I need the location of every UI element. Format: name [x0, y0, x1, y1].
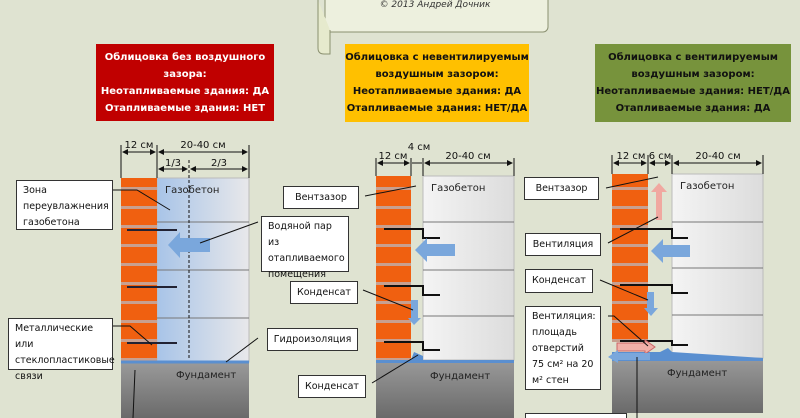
dim-brick: 12 см [125, 140, 154, 151]
aerated-label: Газобетон [165, 185, 219, 196]
dim-block: 20-40 см [445, 151, 490, 162]
label-condensate-bottom: Конденсат [298, 375, 366, 398]
panel-title: воздушным зазором: [375, 69, 499, 80]
panel-vented-gap: Облицовка с вентилируемым воздушным зазо… [595, 44, 791, 122]
panel-heated: Отапливаемые здания: НЕТ/ДА [346, 103, 528, 114]
panel-no-gap: Облицовка без воздушного зазора: Неотапл… [96, 44, 274, 121]
foundation-label: Фундамент [667, 368, 727, 379]
copyright: © 2013 Андрей Дочник [379, 0, 491, 10]
dim-brick: 12 см [379, 151, 408, 162]
label-ties: Металлические или стеклопластиковые связ… [8, 318, 115, 382]
panel-title: Облицовка с вентилируемым [608, 52, 778, 63]
label-condensate: Конденсат [290, 281, 358, 304]
label-air-gap: Вентзазор [283, 186, 359, 209]
label-condensate-vented: Конденсат [525, 269, 593, 293]
title-scroll [317, 0, 549, 55]
label-air-gap-vented: Вентзазор [524, 177, 599, 200]
panel-unheated: Неотапливаемые здания: ДА [352, 86, 522, 97]
panel-title: Облицовка без воздушного [104, 51, 266, 63]
foundation-label: Фундамент [430, 371, 490, 382]
dim-third1: 1/3 [165, 158, 181, 169]
panel-title: зазора: [163, 68, 207, 80]
label-vent-area: Вентиляция: площадь отверстий 75 см² на … [525, 306, 601, 390]
panel-heated: Отапливаемые здания: ДА [615, 103, 771, 114]
dim-gap: 4 см [408, 142, 431, 153]
label-ventilation: Вентиляция [525, 233, 601, 256]
aerated-label: Газобетон [680, 181, 734, 192]
label-vapor: Водяной пар из отапливаемого помещения [261, 216, 349, 280]
panel-title: воздушным зазором: [631, 69, 755, 80]
panel-unvented-gap: Облицовка с невентилируемым воздушным за… [345, 44, 529, 122]
dim-block: 20-40 см [180, 140, 225, 151]
aerated-label: Газобетон [431, 183, 485, 194]
dim-block: 20-40 см [695, 151, 740, 162]
label-waterproofing: Гидроизоляция [267, 328, 358, 351]
dim-brick: 12 см [617, 151, 646, 162]
diagram-no-gap: 12 см 20-40 см 1/3 2/3 Газобетон Фундаме… [113, 140, 259, 418]
diagram-unvented-gap: 12 см 4 см 20-40 см Газобетон Фундамент [362, 142, 515, 418]
foundation-label: Фундамент [176, 370, 236, 381]
diagram-vented-gap: 12 см 6 см 20-40 см Газобетон Фундамент [599, 151, 764, 418]
label-box-cut-off [525, 413, 627, 418]
panel-unheated: Неотапливаемые здания: НЕТ/ДА [596, 86, 790, 97]
panel-heated: Отапливаемые здания: НЕТ [104, 102, 266, 114]
airflow-up-arrow [651, 183, 667, 220]
dim-third2: 2/3 [211, 158, 227, 169]
vapor-arrow [168, 232, 210, 258]
panel-title: Облицовка с невентилируемым [345, 52, 529, 63]
panel-unheated: Неотапливаемые здания: ДА [100, 85, 270, 97]
dim-gap: 6 см [649, 151, 672, 162]
label-overwet-zone: Зона переувлажнения газобетона [16, 180, 113, 230]
